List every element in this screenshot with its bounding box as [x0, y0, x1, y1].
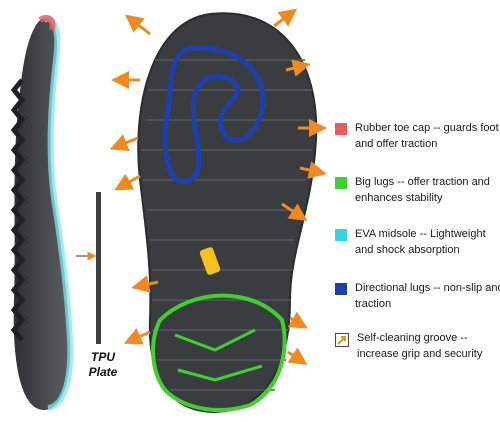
legend-item-big-lugs: Big lugs -- offer traction and enhances …: [335, 174, 500, 206]
orange-arrow-icon: [335, 333, 349, 347]
cyan-swatch-icon: [335, 229, 347, 241]
logo-badge: [199, 247, 221, 275]
legend-item-eva: EVA midsole -- Lightweight and shock abs…: [335, 226, 500, 258]
legend-text-toe-cap: Rubber toe cap -- guards foot and offer …: [355, 122, 499, 150]
tpu-plate-label: TPU Plate: [78, 350, 128, 380]
blue-swatch-icon: [335, 283, 347, 295]
legend-text-eva: EVA midsole -- Lightweight and shock abs…: [355, 228, 486, 256]
big-lugs-outline: [151, 293, 287, 412]
tpu-label-line2: Plate: [88, 365, 118, 379]
tpu-plate: [96, 192, 101, 344]
side-sole-profile: [10, 14, 74, 411]
groove-arrows: [109, 8, 327, 365]
legend-text-groove: Self-cleaning groove -- increase grip an…: [357, 332, 483, 360]
legend-item-toe-cap: Rubber toe cap -- guards foot and offer …: [335, 120, 500, 152]
outsole-bottom-view: [137, 12, 318, 414]
directional-lugs-outline: [162, 45, 266, 184]
tpu-label-line1: TPU: [91, 350, 115, 364]
legend-text-big-lugs: Big lugs -- offer traction and enhances …: [355, 176, 490, 204]
legend-item-directional: Directional lugs -- non-slip and tractio…: [335, 280, 500, 312]
legend-text-directional: Directional lugs -- non-slip and tractio…: [355, 282, 500, 310]
red-swatch-icon: [335, 123, 347, 135]
legend-item-groove: Self-cleaning groove -- increase grip an…: [335, 330, 500, 362]
green-swatch-icon: [335, 177, 347, 189]
